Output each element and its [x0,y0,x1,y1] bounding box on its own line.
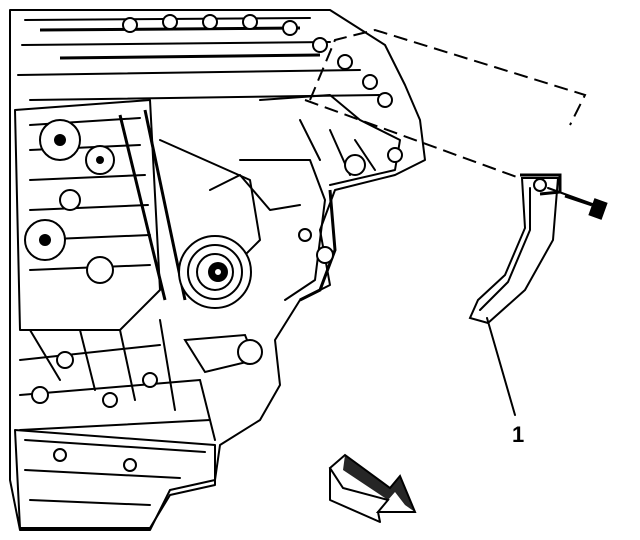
engine-block [9,9,426,531]
callout-1: 1 [486,317,524,447]
installation-dashed-line [304,28,587,181]
callout-label: 1 [512,422,524,447]
crankshaft-sprocket [178,235,252,309]
head-bolts [122,14,393,108]
oil-pan [14,429,216,529]
timing-chain-guide [468,173,562,325]
front-direction-arrow [328,453,417,523]
left-camshaft-sprockets [24,119,115,284]
guide-bolt [547,187,608,220]
